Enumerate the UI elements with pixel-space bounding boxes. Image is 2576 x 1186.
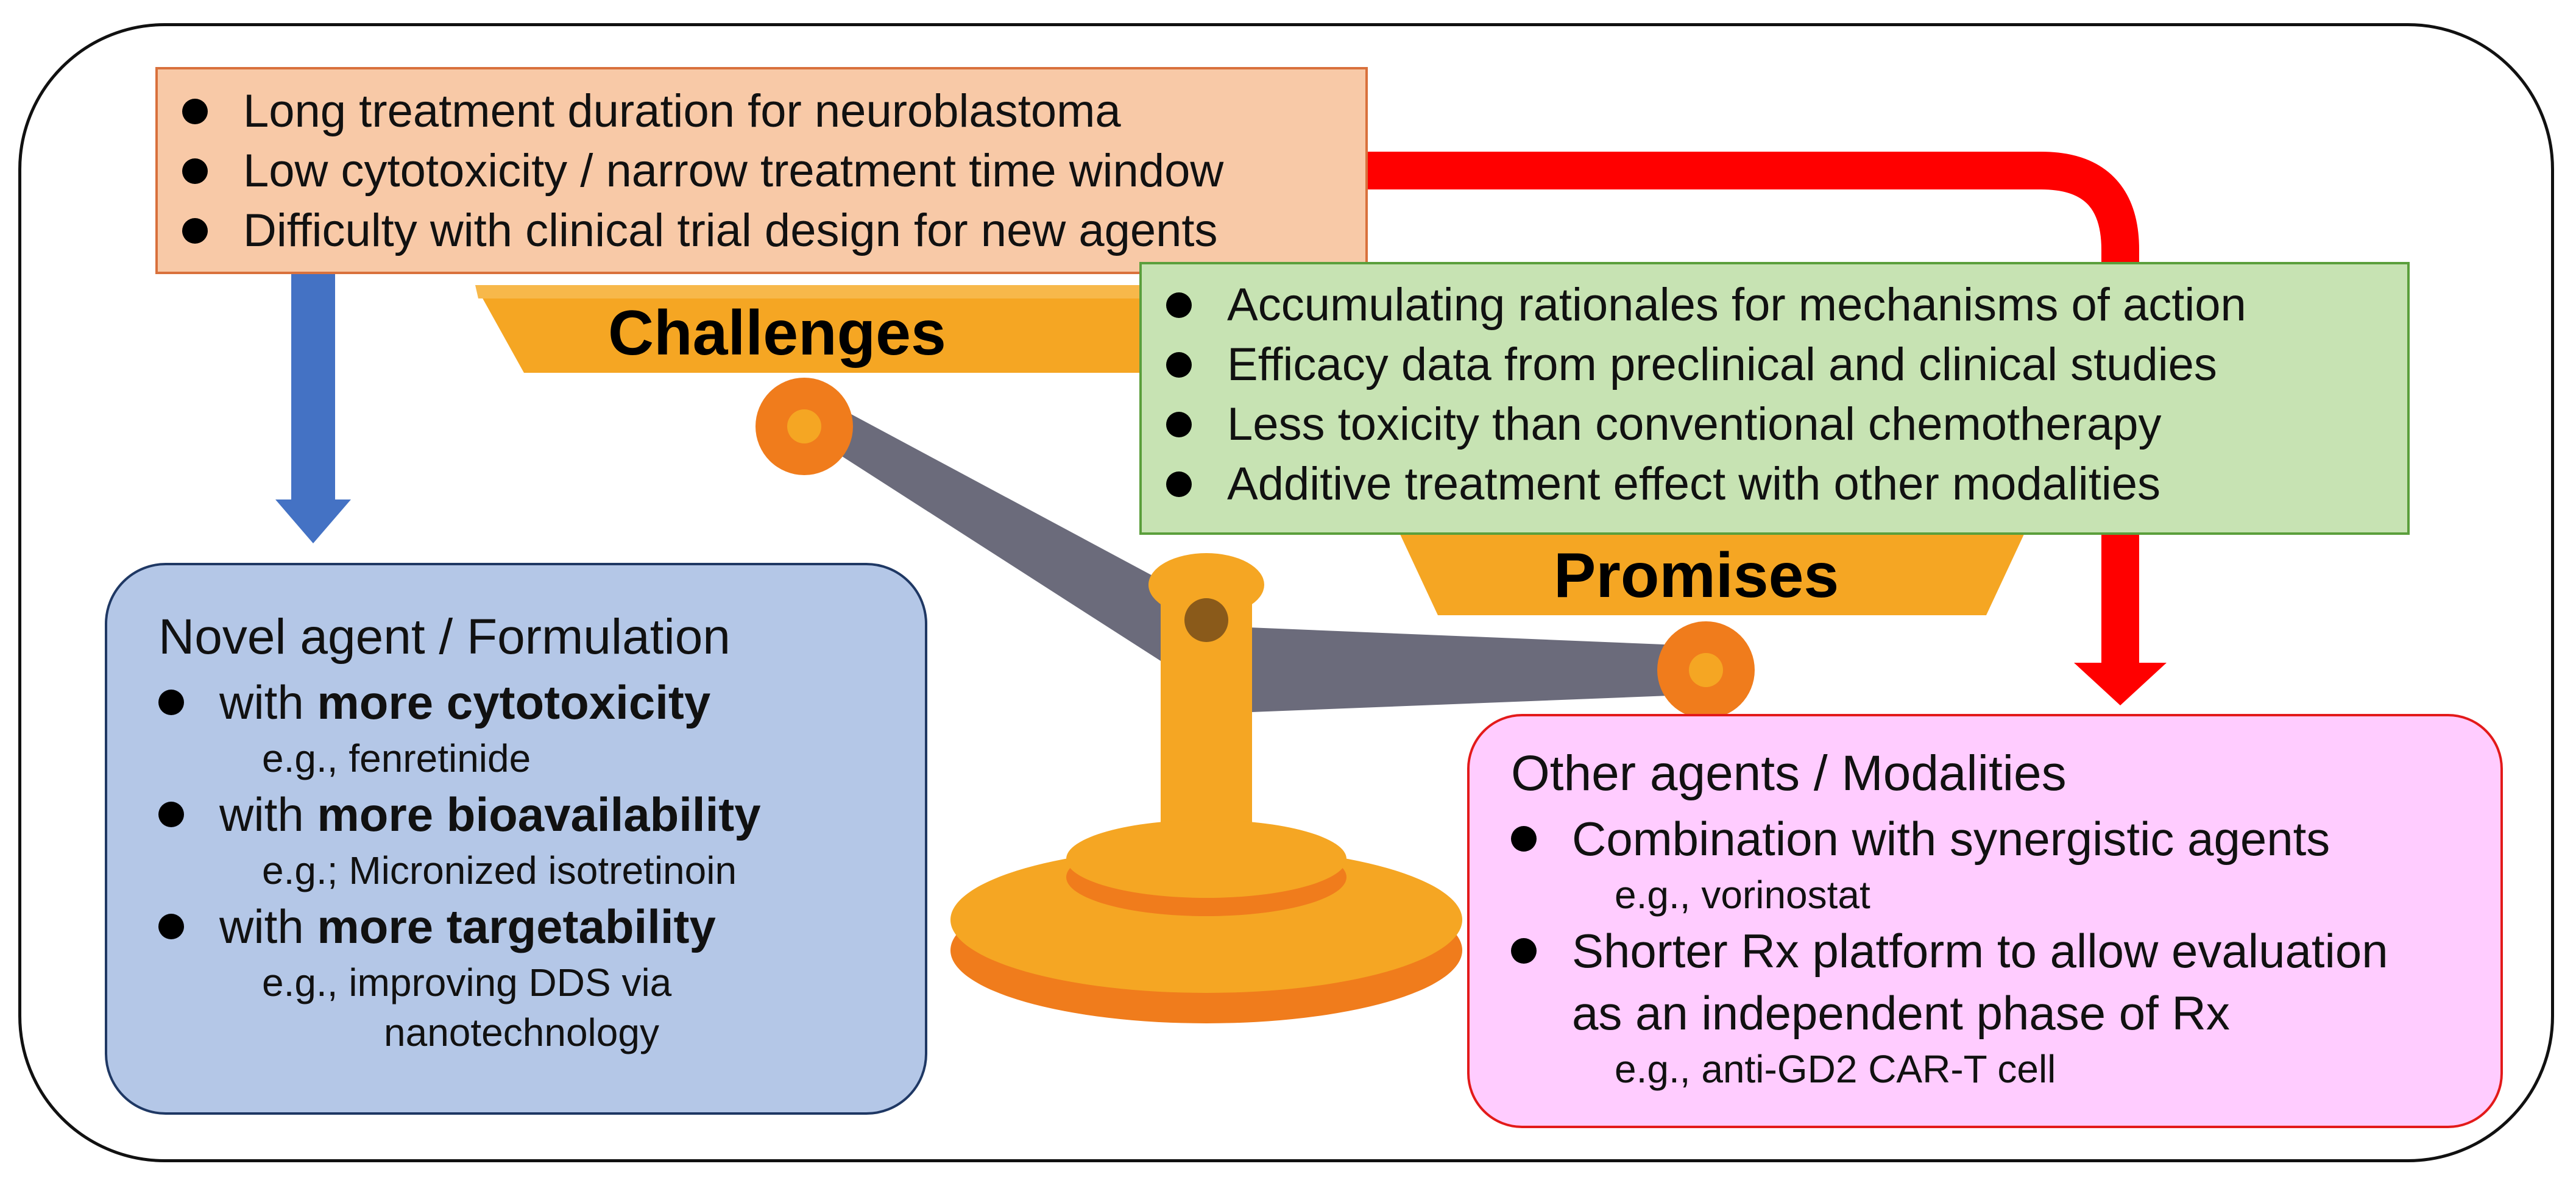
promise-item: Additive treatment effect with other mod…: [1166, 454, 2407, 514]
other-item: Shorter Rx platform to allow evaluation: [1511, 920, 2500, 982]
novel-item: with more bioavailability: [158, 783, 925, 845]
novel-item-emphasis: more targetability: [317, 900, 716, 953]
novel-item: with more cytotoxicity: [158, 671, 925, 733]
novel-agent-box: Novel agent / Formulation with more cyto…: [105, 563, 927, 1115]
other-agents-title: Other agents / Modalities: [1511, 746, 2067, 801]
scale-post: [1161, 585, 1252, 841]
promise-item: Efficacy data from preclinical and clini…: [1166, 335, 2407, 395]
novel-item-emphasis: more cytotoxicity: [317, 676, 711, 729]
red-arrow: [1365, 152, 2167, 705]
novel-example: e.g., fenretinide: [262, 736, 531, 780]
novel-example: e.g., improving DDS via: [262, 961, 672, 1004]
challenge-item: Difficulty with clinical trial design fo…: [182, 201, 1365, 261]
novel-example-cont: nanotechnology: [384, 1011, 659, 1054]
other-example: e.g., vorinostat: [1615, 873, 1870, 917]
challenge-item: Low cytotoxicity / narrow treatment time…: [182, 141, 1365, 201]
left-pan: [475, 285, 1194, 373]
novel-item: with more targetability: [158, 895, 925, 958]
other-agents-box: Other agents / Modalities Combination wi…: [1467, 714, 2503, 1128]
center-pivot: [1184, 598, 1228, 642]
challenge-item: Long treatment duration for neuroblastom…: [182, 82, 1365, 141]
promise-item: Less toxicity than conventional chemothe…: [1166, 395, 2407, 454]
other-item-cont: as an independent phase of Rx: [1572, 986, 2230, 1040]
other-example: e.g., anti-GD2 CAR-T cell: [1615, 1047, 2056, 1091]
challenges-box: Long treatment duration for neuroblastom…: [155, 67, 1368, 274]
novel-agent-title: Novel agent / Formulation: [158, 609, 731, 665]
novel-item-emphasis: more bioavailability: [317, 788, 761, 841]
novel-example: e.g.; Micronized isotretinoin: [262, 849, 737, 892]
promises-label: Promises: [1554, 540, 1839, 611]
blue-arrow: [275, 274, 351, 543]
right-pan: [1395, 524, 2029, 615]
other-item: Combination with synergistic agents: [1511, 808, 2500, 870]
challenges-label: Challenges: [608, 298, 946, 369]
promises-box: Accumulating rationales for mechanisms o…: [1139, 262, 2410, 535]
promise-item: Accumulating rationales for mechanisms o…: [1166, 275, 2407, 335]
